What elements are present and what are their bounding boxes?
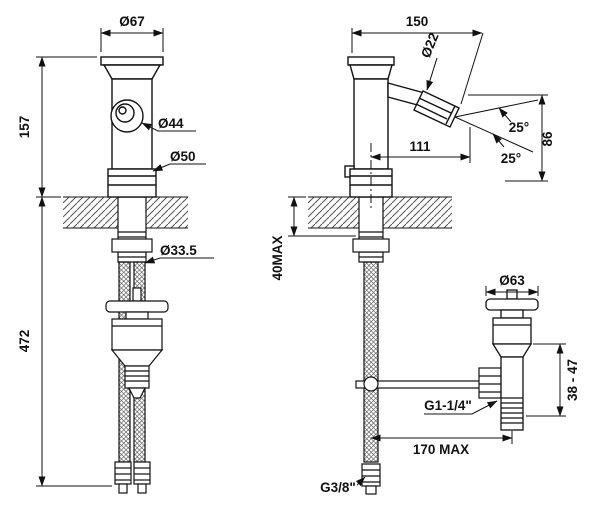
- popup-rod-clamp: [478, 367, 502, 399]
- left-hose-fittings: [114, 461, 151, 494]
- dim-range-38-47: 38 - 47: [526, 343, 580, 417]
- dim-height-472: 472: [17, 196, 112, 487]
- dim-label-dia-shank: Ø33.5: [160, 243, 197, 258]
- right-view: 150 Ø22 25° 25° 86 111: [270, 14, 580, 495]
- dim-reach-170max: 170 MAX: [370, 431, 513, 457]
- dim-label-dia-spout: Ø22: [418, 31, 441, 60]
- dim-reach-111: 111: [370, 127, 471, 210]
- dim-mount-40max: 40MAX: [270, 196, 356, 281]
- dim-height-157: 157: [17, 56, 97, 198]
- dim-width-150: 150: [351, 14, 484, 105]
- dim-label-drain-thread: G1-1/4": [424, 398, 472, 413]
- dim-label-angle-lower: 25°: [501, 151, 521, 166]
- spray-head: [413, 90, 460, 128]
- drain-assembly: [485, 289, 539, 431]
- dim-diameter-67: Ø67: [100, 14, 164, 52]
- left-popup-waste-front: [105, 287, 169, 399]
- dim-label-width-top: 150: [406, 14, 429, 29]
- left-counter-section: [63, 196, 188, 229]
- dim-label-angle-upper: 25°: [509, 120, 529, 135]
- dim-label-dia-drain: Ø63: [499, 273, 525, 288]
- popup-rod-joint: [363, 376, 379, 392]
- dim-label-height-upper: 157: [17, 116, 32, 139]
- dim-label-reach: 111: [409, 139, 431, 154]
- dim-label-dia-top: Ø67: [119, 14, 145, 29]
- dim-diameter-22: Ø22: [418, 31, 442, 91]
- label-diameter-33-5: Ø33.5: [144, 243, 214, 264]
- dim-angles-25: 25° 25°: [454, 99, 539, 166]
- dim-label-height-spout: 86: [540, 131, 555, 147]
- right-under-counter: [352, 196, 502, 495]
- label-drain-thread: G1-1/4": [424, 398, 498, 415]
- right-counter-section: [308, 196, 452, 229]
- right-hose-fitting: [361, 463, 381, 495]
- dim-label-reach-max: 170 MAX: [413, 442, 469, 457]
- left-faucet-body: [100, 56, 164, 198]
- label-diameter-44: Ø44: [141, 116, 196, 132]
- right-faucet-body: [344, 56, 460, 198]
- dim-label-dia-body: Ø50: [170, 149, 196, 164]
- right-hose: [363, 261, 379, 463]
- left-under-counter: [105, 196, 169, 494]
- dim-diameter-63: Ø63: [485, 273, 539, 296]
- label-hose-thread: G3/8": [320, 476, 366, 495]
- label-diameter-50: Ø50: [152, 149, 206, 172]
- dim-height-86: 86: [468, 94, 555, 182]
- dim-label-height-total: 472: [17, 330, 32, 353]
- left-mounting-nut: [111, 238, 153, 253]
- dim-label-drain-range: 38 - 47: [565, 359, 580, 401]
- left-view: Ø67 157 472 Ø44 Ø50 Ø33.5: [17, 14, 214, 494]
- right-mounting-nut: [352, 238, 390, 253]
- dim-label-hose-thread: G3/8": [320, 480, 356, 495]
- dim-label-mount-max: 40MAX: [270, 235, 285, 280]
- dim-label-dia-knob: Ø44: [158, 116, 184, 131]
